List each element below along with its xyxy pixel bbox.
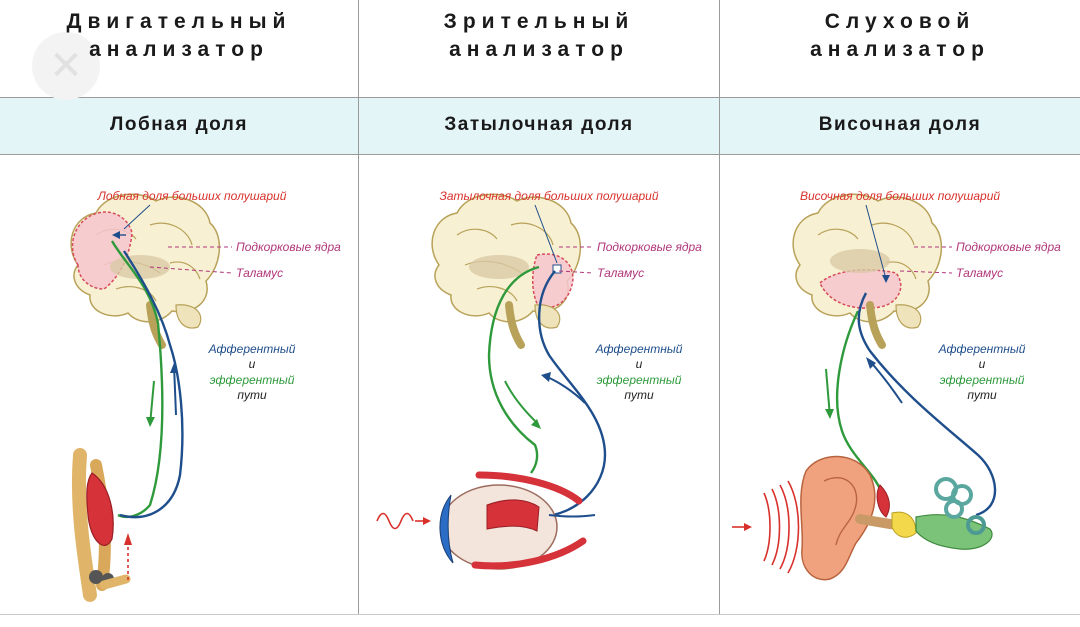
pathway-efferent-label: эфферентный (940, 373, 1025, 387)
lobe-name: Лобная доля (110, 114, 248, 135)
title-line-2: анализатор (810, 38, 990, 61)
title-line-1: Слуховой (824, 10, 976, 33)
pathway-and-label: и (979, 357, 986, 371)
pathway-paths-label: пути (967, 388, 997, 402)
column-title: Зрительный анализатор (359, 8, 719, 64)
efferent-pathway (487, 265, 540, 474)
subcortical-nuclei-label: Подкорковые ядра (236, 240, 341, 254)
occipital-lobe-highlight (532, 253, 574, 309)
subcortical-nuclei-label: Подкорковые ядра (956, 240, 1061, 254)
pathway-afferent-label: Афферентный (208, 342, 296, 356)
pathway-efferent-label: эфферентный (597, 373, 682, 387)
brain-icon (431, 193, 582, 349)
title-line-1: Зрительный (443, 10, 635, 33)
eye-icon (439, 471, 596, 570)
column-motor-analyzer: Двигательный анализатор Лобная доля (0, 0, 358, 614)
pathway-and-label: и (249, 357, 256, 371)
region-label: Височная доля больших полушарий (800, 189, 1000, 203)
lobe-name: Затылочная доля (444, 114, 634, 135)
visual-analyzer-illustration: Затылочная доля больших полушарий Подкор… (376, 189, 702, 570)
light-wave-icon (376, 512, 414, 530)
afferent-pathway (857, 292, 997, 517)
arrow-down-icon (146, 417, 155, 427)
motor-analyzer-illustration: Лобная доля больших полушарий Подкорковы… (70, 189, 341, 602)
afferent-pathway (538, 270, 607, 519)
arrow-up-icon (866, 357, 876, 369)
lobe-name: Височная доля (818, 114, 982, 135)
watermark-logo: ✕ (32, 32, 100, 100)
auditory-analyzer-illustration: Височная доля больших полушарий Подкорко… (732, 189, 1061, 581)
lobe-header-band (0, 97, 1080, 155)
efferent-pathway (110, 240, 164, 519)
pathway-afferent-label: Афферентный (938, 342, 1026, 356)
sound-wave-icon (732, 480, 800, 574)
afferent-pathway (119, 250, 184, 519)
region-label: Затылочная доля больших полушарий (439, 189, 658, 203)
pathway-efferent-label: эфферентный (210, 373, 295, 387)
arrow-down-icon (531, 419, 541, 429)
column-visual-analyzer: Зрительный анализатор Затылочная доля (359, 0, 719, 614)
thalamus-label: Таламус (236, 266, 283, 280)
ear-icon (800, 455, 993, 581)
thalamus-label: Таламус (956, 266, 1003, 280)
column-title: Слуховой анализатор (720, 8, 1080, 64)
title-line-1: Двигательный (66, 10, 292, 33)
column-auditory-analyzer: Слуховой анализатор Височная доля (720, 0, 1080, 614)
pathway-afferent-label: Афферентный (595, 342, 683, 356)
region-label: Лобная доля больших полушарий (97, 189, 287, 203)
column-divider-1 (358, 0, 359, 614)
brain-icon (792, 193, 943, 349)
brain-icon (70, 193, 221, 349)
thalamus-label: Таламус (597, 266, 644, 280)
title-line-2: анализатор (89, 38, 269, 61)
column-title: Двигательный анализатор (0, 8, 358, 64)
arrow-down-icon (825, 409, 834, 419)
pathway-and-label: и (636, 357, 643, 371)
arm-muscle-icon (71, 448, 131, 602)
title-line-2: анализатор (449, 38, 629, 61)
pathway-paths-label: пути (237, 388, 267, 402)
column-divider-2 (719, 0, 720, 614)
bottom-rule (0, 614, 1080, 615)
subcortical-nuclei-label: Подкорковые ядра (597, 240, 702, 254)
arrow-up-icon (170, 363, 178, 373)
arrow-up-icon (541, 372, 551, 382)
pathway-paths-label: пути (624, 388, 654, 402)
